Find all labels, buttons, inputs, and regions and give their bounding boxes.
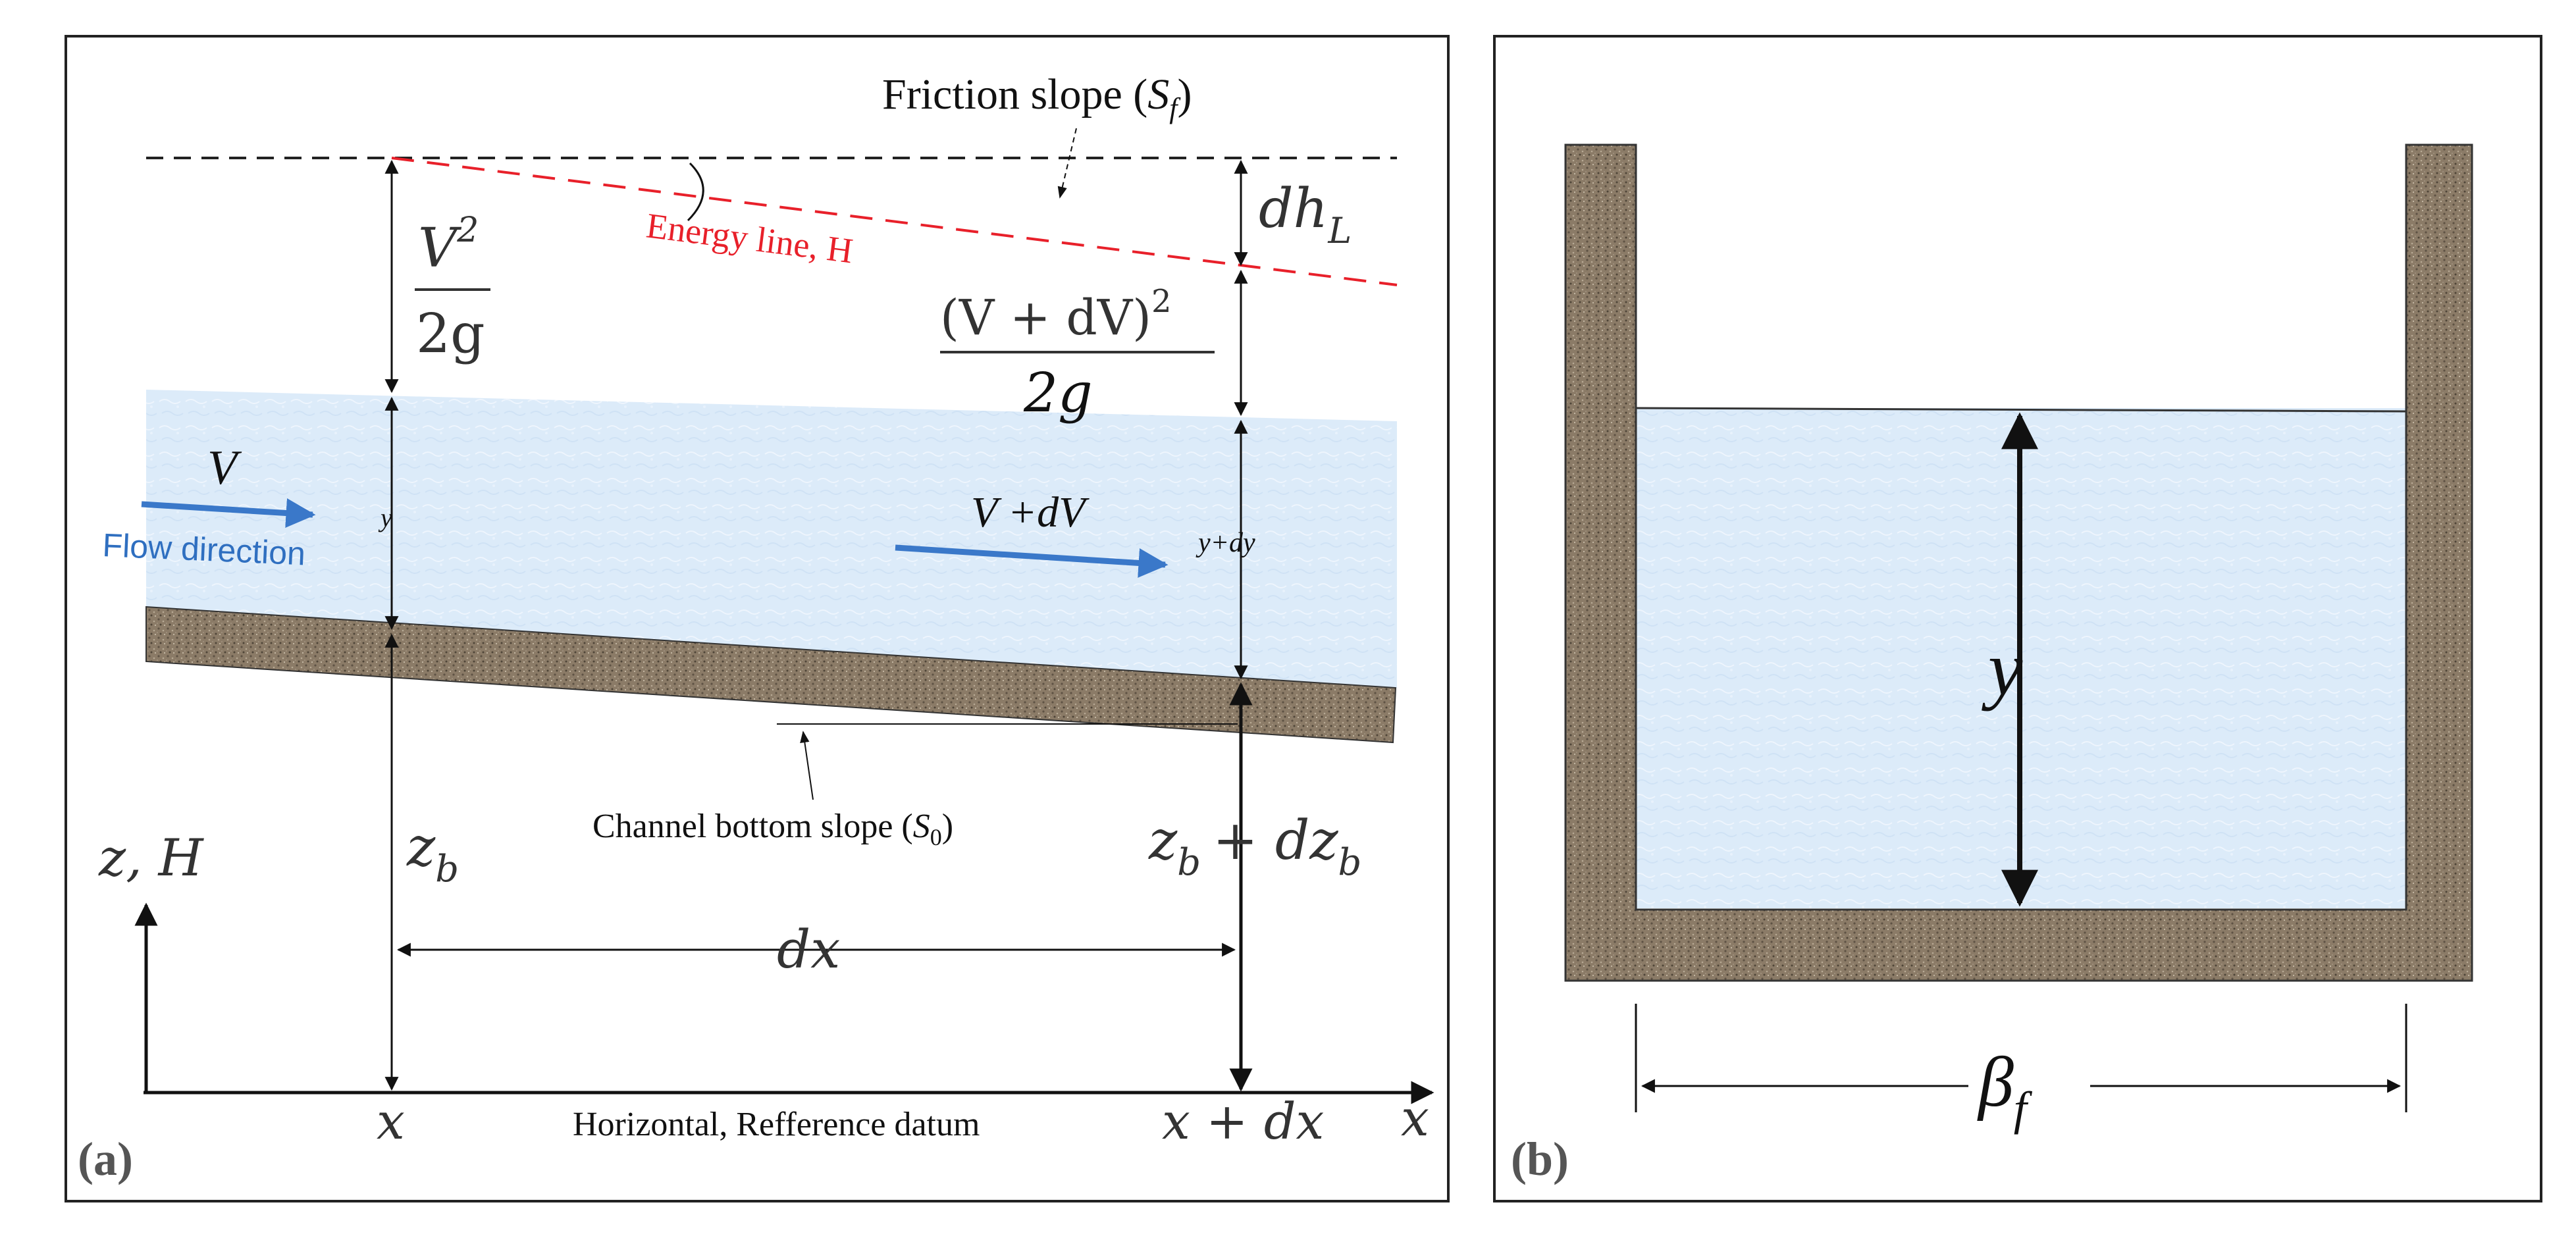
bottom-slope-label: Channel bottom slope (S0) [592, 808, 953, 850]
flow-arrow-upstream [141, 498, 316, 528]
panel-b: y βf (b) [1493, 35, 2542, 1202]
bed-elevation2-label: zb+ dzb [1148, 810, 1361, 884]
velocity-head2-denominator: 2g [1023, 362, 1093, 425]
energy-line-label: Energy line, H [644, 205, 854, 271]
water-body [146, 390, 1397, 688]
friction-slope-pointer [1057, 128, 1077, 199]
head-loss-label: dhL [1259, 178, 1352, 251]
panel-a: Friction slope (Sf) Energy line, H V2 2g… [65, 35, 1450, 1202]
bottom-slope-pointer [800, 731, 814, 800]
bed-elevation-label: zb [406, 816, 459, 891]
water-surface-line [1635, 407, 2407, 413]
x-plus-dx-label: x + dx [1162, 1092, 1324, 1150]
x-tick-label: x [377, 1092, 405, 1150]
panel-b-label: (b) [1511, 1133, 1569, 1185]
velocity-head2-numerator: (V + dV)2 [940, 283, 1172, 346]
velocity-head-denominator: 2g [416, 303, 485, 365]
datum-label: Horizontal, Refference datum [573, 1106, 980, 1143]
depth-upstream-label: y [378, 503, 392, 532]
channel-walls [1564, 143, 2473, 982]
channel-width-label: βf [1977, 1043, 2033, 1135]
friction-slope-arc [687, 162, 704, 222]
depth-downstream-label: y+dy [1196, 528, 1255, 558]
flow-direction-label: Flow direction [102, 527, 307, 572]
channel-bed [145, 606, 1397, 744]
dx-label: dx [777, 919, 840, 980]
panel-a-frame [65, 35, 1450, 1202]
axis-label-z-h: z, H [98, 829, 205, 888]
channel-depth-label: y [1982, 625, 2023, 711]
velocity-downstream-label: V +dV [971, 488, 1090, 536]
panel-b-frame [1493, 35, 2542, 1202]
x-axis-label: x [1401, 1089, 1429, 1147]
velocity-upstream-label: V [207, 441, 242, 495]
flow-arrow-downstream [895, 544, 1169, 578]
velocity-head-numerator: V2 [418, 211, 479, 280]
panel-a-label: (a) [78, 1133, 133, 1185]
energy-line [391, 157, 1398, 286]
friction-slope-label: Friction slope (Sf) [882, 70, 1192, 124]
